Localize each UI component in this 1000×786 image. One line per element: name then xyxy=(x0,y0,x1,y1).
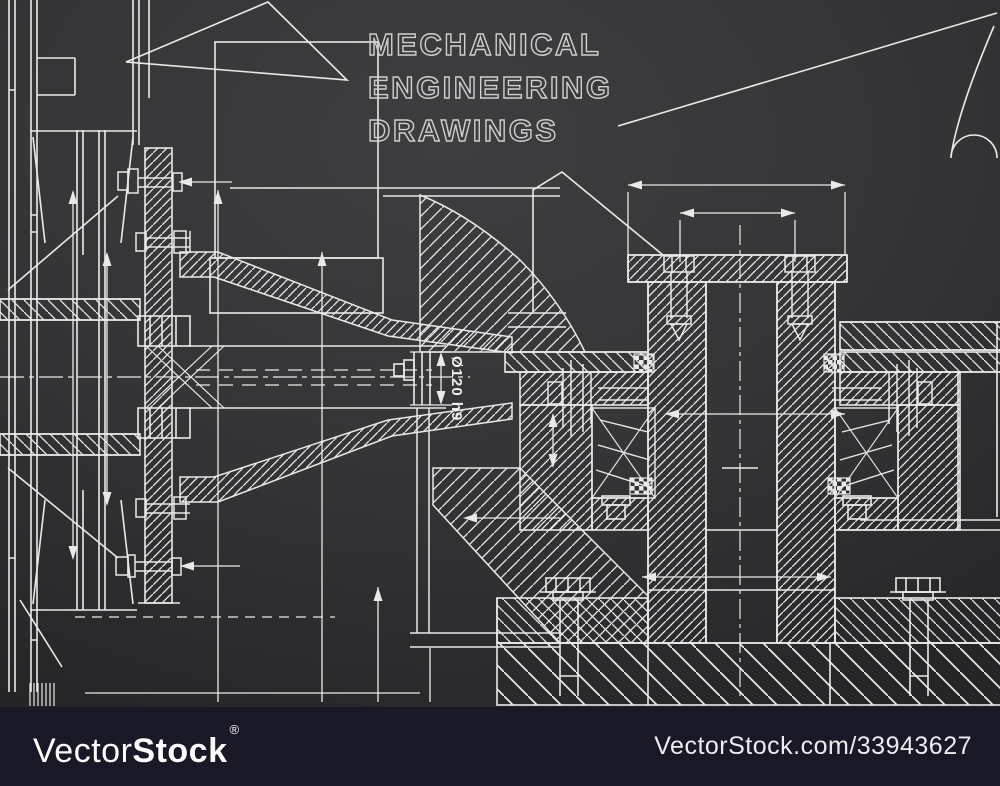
image-credit-url: VectorStock.com/33943627 xyxy=(654,732,972,760)
leader-lines xyxy=(532,12,998,312)
title-line-3: DRAWINGS xyxy=(368,113,559,148)
side-studs xyxy=(547,360,933,436)
gearbox-case xyxy=(209,41,560,314)
engineering-drawing: Ø120 h9 MECHANICAL ENGINEERING DRAWINGS xyxy=(0,0,1000,707)
title-line-2: ENGINEERING xyxy=(368,70,613,105)
brand-prefix: Vector xyxy=(33,732,133,770)
page-title: MECHANICAL ENGINEERING DRAWINGS xyxy=(367,26,613,148)
wheel-flange xyxy=(138,147,180,604)
seal-checker xyxy=(629,353,851,495)
hub-and-shaft xyxy=(0,298,470,456)
watermark-bar: VectorStock® VectorStock.com/33943627 xyxy=(0,707,1000,786)
title-line-1: MECHANICAL xyxy=(368,27,601,62)
dimension-label: Ø120 h9 xyxy=(448,356,465,421)
wedge-pointer xyxy=(125,1,350,81)
cap-screws xyxy=(663,255,816,342)
left-wheel-section xyxy=(7,0,420,706)
dimension-lines xyxy=(72,181,846,702)
base-structure xyxy=(496,322,1000,706)
registered-mark: ® xyxy=(229,722,240,737)
dimension-arrowheads xyxy=(68,177,845,601)
brand-suffix: Stock xyxy=(132,732,228,770)
vectorstock-logo: VectorStock® xyxy=(33,722,240,771)
flange-bolts xyxy=(115,168,191,578)
